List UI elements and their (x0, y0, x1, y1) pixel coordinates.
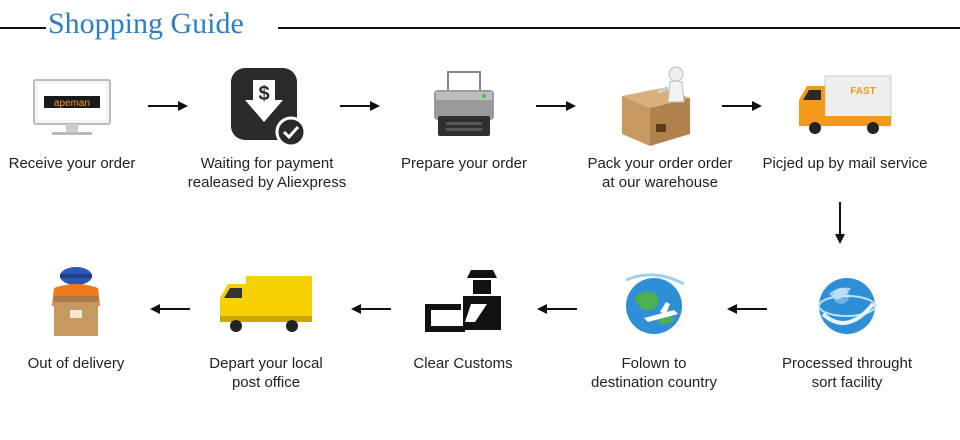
step-label: Picjed up by mail service (762, 155, 928, 172)
title-rule-right (278, 27, 960, 29)
arrow-right-icon (148, 101, 188, 111)
courier-icon (26, 266, 126, 346)
packing-box-icon (610, 66, 710, 146)
step-label: Folown to destination country (591, 355, 717, 391)
globe-icon (797, 266, 897, 346)
step-label: Depart your local post office (209, 355, 323, 391)
step-label: Processed throught sort facility (781, 355, 913, 391)
svg-text:$: $ (258, 83, 269, 105)
earth-plane-icon (604, 266, 704, 346)
step-label: Prepare your order (401, 155, 527, 172)
brand-fast-text: FAST (850, 86, 876, 97)
arrow-left-icon (727, 304, 767, 314)
customs-officer-icon (413, 266, 513, 346)
arrow-right-icon (722, 101, 762, 111)
arrow-down-icon (835, 202, 845, 244)
arrow-left-icon (537, 304, 577, 314)
step-label: Receive your order (8, 155, 136, 172)
step-label: Pack your order order at our warehouse (587, 155, 733, 191)
step-label: Clear Customs (413, 355, 513, 372)
yellow-truck-icon (216, 266, 316, 346)
arrow-left-icon (351, 304, 391, 314)
title-rule-left (0, 27, 46, 29)
arrow-right-icon (340, 101, 380, 111)
arrow-right-icon (536, 101, 576, 111)
step-label: Out of delivery (27, 355, 125, 372)
delivery-truck-icon: FAST (795, 66, 895, 146)
arrow-left-icon (150, 304, 190, 314)
payment-icon: $ (217, 66, 317, 148)
printer-icon (414, 66, 514, 146)
page-title: Shopping Guide (48, 7, 244, 40)
monitor-icon: apeman (22, 66, 122, 146)
brand-apeman-text: apeman (54, 98, 90, 109)
step-label: Waiting for payment realeased by Aliexpr… (187, 155, 347, 191)
